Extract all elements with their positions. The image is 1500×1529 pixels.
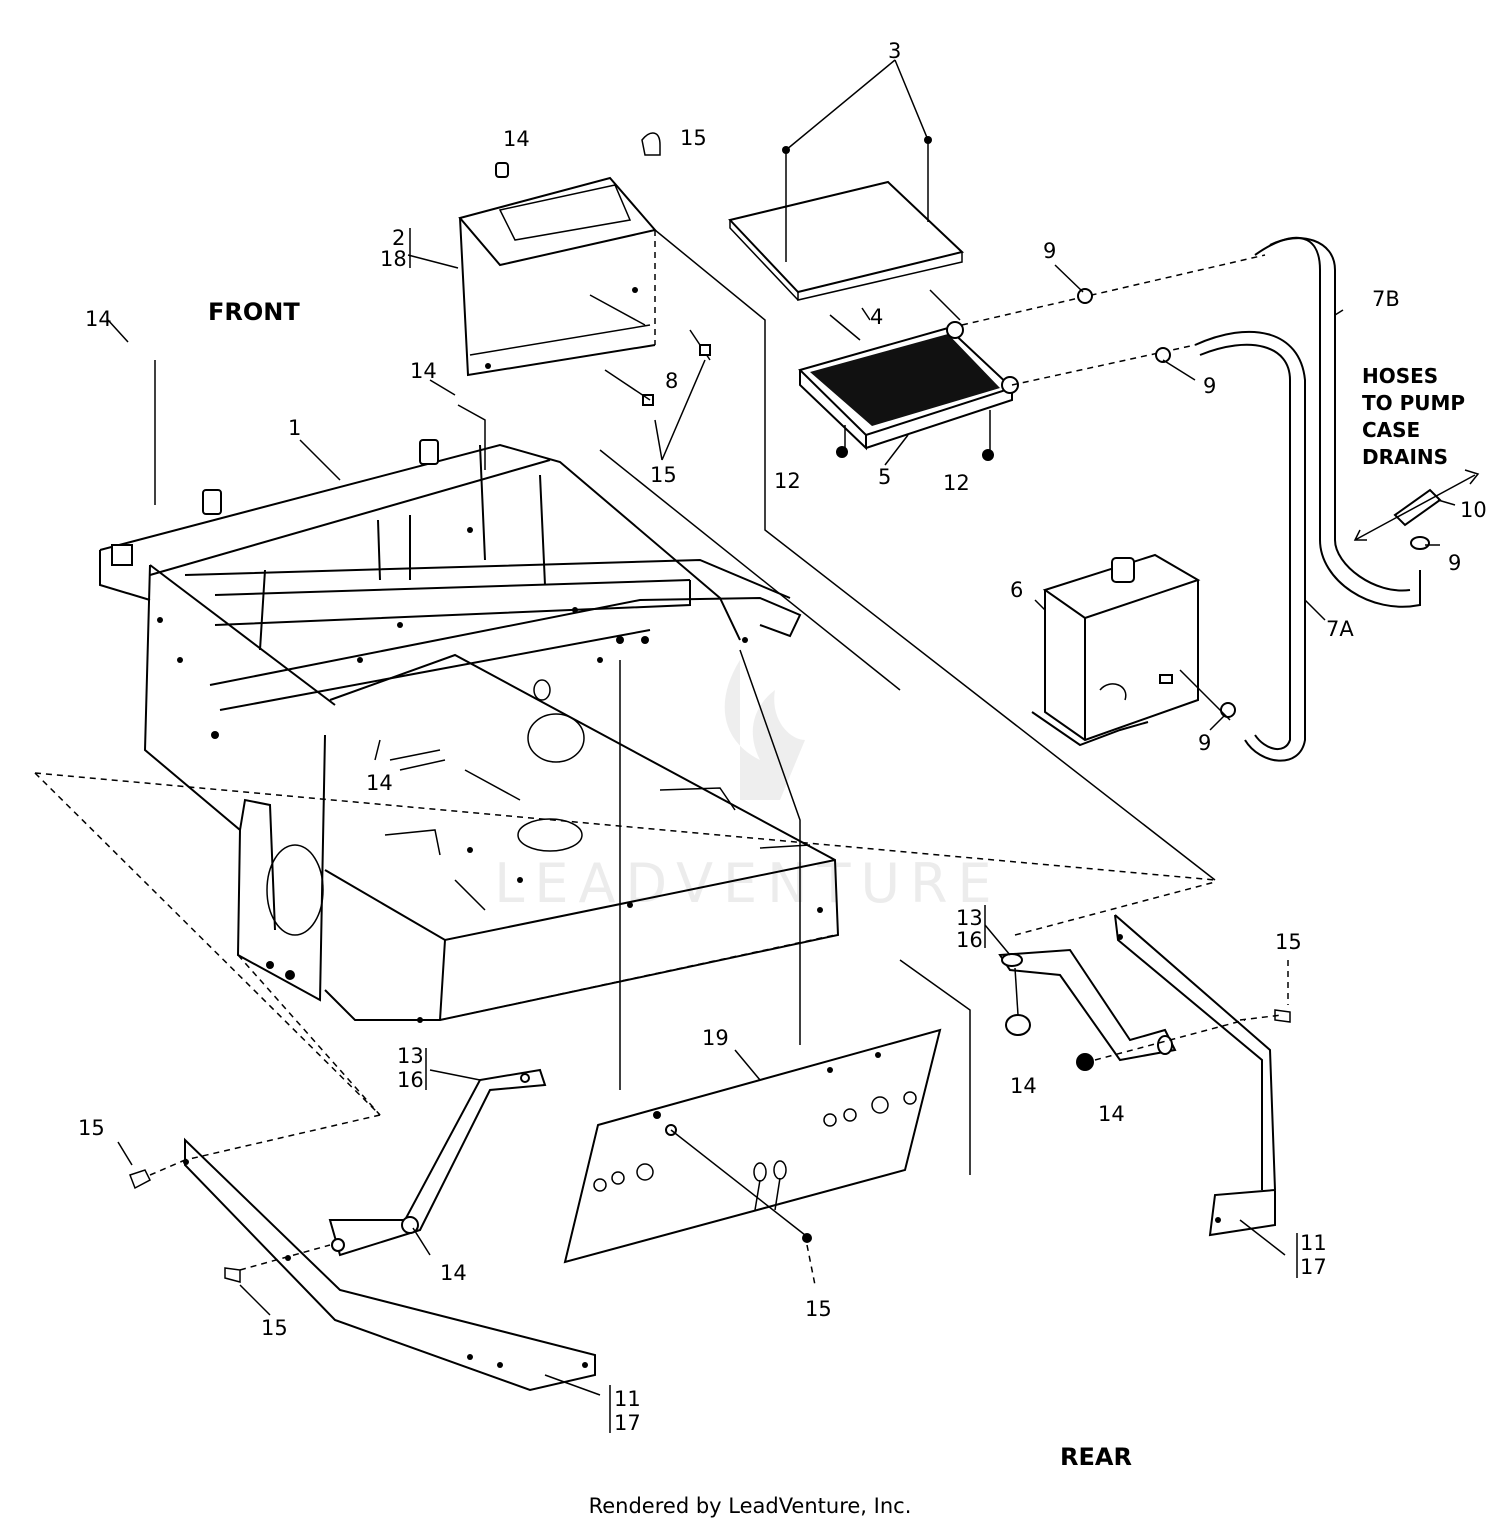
- cooler-mount-plate: [728, 136, 965, 301]
- callout-17: 17: [1300, 1255, 1327, 1279]
- callout-2: 2: [392, 226, 405, 250]
- callout-15: 15: [1275, 930, 1302, 954]
- callout-16: 16: [397, 1068, 424, 1092]
- callout-14: 14: [1010, 1074, 1037, 1098]
- callout-9: 9: [1198, 731, 1211, 755]
- hose-note-line-1: HOSES: [1362, 364, 1438, 388]
- callout-15: 15: [261, 1316, 288, 1340]
- callout-14: 14: [85, 307, 112, 331]
- callout-7b: 7B: [1372, 287, 1400, 311]
- front-label: FRONT: [208, 298, 300, 326]
- callout-15: 15: [805, 1297, 832, 1321]
- rear-label: REAR: [1060, 1443, 1132, 1471]
- callout-16: 16: [956, 928, 983, 952]
- hose-note: HOSES TO PUMP CASE DRAINS: [1362, 364, 1465, 469]
- callout-12: 12: [774, 469, 801, 493]
- callout-11: 11: [1300, 1231, 1327, 1255]
- callout-14: 14: [366, 771, 393, 795]
- callout-10: 10: [1460, 498, 1487, 522]
- plate-19: [563, 1028, 942, 1286]
- watermark-text: LEADVENTURE: [494, 852, 1001, 915]
- callout-19: 19: [702, 1026, 729, 1050]
- callout-14: 14: [410, 359, 437, 383]
- callout-14: 14: [503, 127, 530, 151]
- callout-9: 9: [1203, 374, 1216, 398]
- alignment-lines: [154, 229, 1216, 1175]
- callout-6: 6: [1010, 578, 1023, 602]
- hose-note-line-4: DRAINS: [1362, 445, 1448, 469]
- cover-panel: [458, 132, 711, 406]
- callout-3: 3: [888, 39, 901, 63]
- callout-9: 9: [1448, 551, 1461, 575]
- callout-4: 4: [870, 305, 883, 329]
- callout-1: 1: [288, 416, 301, 440]
- hose-7b: [1254, 236, 1421, 608]
- callout-9: 9: [1043, 239, 1056, 263]
- footer-credit: Rendered by LeadVenture, Inc.: [588, 1494, 912, 1518]
- callout-15: 15: [78, 1116, 105, 1140]
- callout-dividers: [409, 228, 1298, 1433]
- callout-5: 5: [878, 465, 891, 489]
- hose-fitting-10: [1353, 469, 1480, 550]
- watermark-logo-icon: [724, 660, 805, 800]
- right-lower-brackets: [984, 914, 1291, 1256]
- callout-12: 12: [943, 471, 970, 495]
- part-callouts: 3 14 15 2 18 9 7B 4 14 8 9 14 1 15 12 5 …: [78, 39, 1487, 1435]
- callout-7a: 7A: [1326, 617, 1354, 641]
- hose-clamps: [1077, 288, 1236, 718]
- hose-7a: [1194, 330, 1306, 762]
- callout-18: 18: [380, 247, 407, 271]
- orientation-labels: FRONT REAR: [208, 298, 1132, 1471]
- frame-outline-dashed: [34, 772, 1216, 1161]
- oil-cooler: [798, 254, 1266, 461]
- callout-14: 14: [1098, 1102, 1125, 1126]
- callout-15: 15: [680, 126, 707, 150]
- callout-13: 13: [956, 906, 983, 930]
- callout-11: 11: [614, 1387, 641, 1411]
- callout-8: 8: [665, 369, 678, 393]
- frame-assembly: [99, 439, 840, 1023]
- watermark: LEADVENTURE: [494, 660, 1001, 915]
- left-lower-brackets: [117, 1068, 601, 1396]
- hose-note-line-2: TO PUMP: [1362, 391, 1465, 415]
- hose-note-line-3: CASE: [1362, 418, 1420, 442]
- leader-lines: [107, 59, 1456, 1081]
- callout-14: 14: [440, 1261, 467, 1285]
- callout-17: 17: [614, 1411, 641, 1435]
- hydraulic-reservoir: [1031, 553, 1231, 747]
- callout-15: 15: [650, 463, 677, 487]
- callout-13: 13: [397, 1044, 424, 1068]
